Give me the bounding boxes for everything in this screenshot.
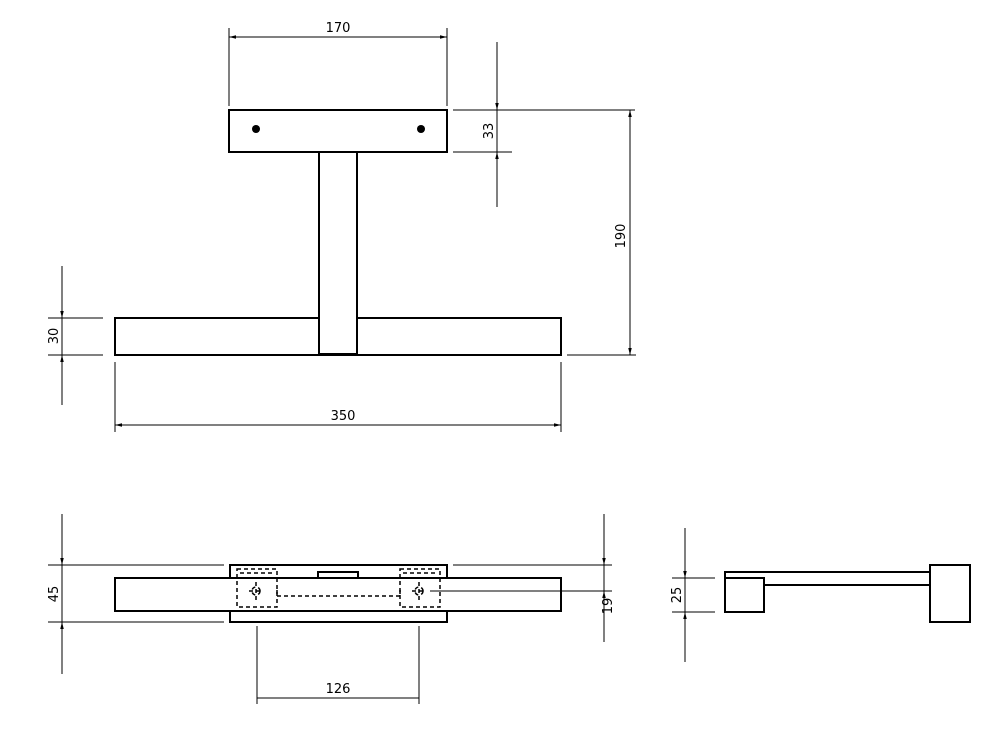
wall-plate-top [229, 564, 448, 578]
mounting-hole-right [417, 125, 425, 133]
front-view: 45 19 126 [47, 514, 616, 704]
dimension-label: 33 [482, 123, 497, 140]
arm-side [724, 571, 930, 586]
dimension-top-height: 33 [453, 42, 635, 207]
dimension-top-width: 170 [228, 21, 448, 106]
side-view: 25 [670, 528, 971, 662]
wall-plate-side [929, 564, 971, 623]
lamp-bar-front [114, 577, 562, 612]
dimension-base-height: 30 [47, 266, 103, 405]
dimension-label: 170 [326, 21, 351, 36]
hidden-lines [236, 568, 441, 608]
wall-plate-bottom [229, 611, 448, 623]
dimension-label: 45 [47, 586, 62, 603]
arm-stub [317, 571, 359, 579]
dimension-front-depth: 45 [47, 514, 224, 674]
arm [318, 151, 358, 355]
dimension-hole-spacing: 126 [256, 626, 420, 704]
top-view: 170 33 190 30 [47, 21, 636, 432]
dimension-label: 30 [47, 328, 62, 345]
dimension-side-depth: 25 [670, 528, 715, 662]
dimension-label: 126 [326, 682, 351, 697]
dimension-label: 350 [331, 409, 356, 424]
dimension-label: 190 [614, 224, 629, 249]
dimension-label: 25 [670, 587, 685, 604]
lamp-head-side [724, 577, 765, 613]
lamp-bar [114, 317, 562, 356]
dimension-base-width: 350 [114, 362, 562, 432]
dimension-label: 19 [601, 598, 616, 615]
dimension-total-height: 190 [567, 110, 636, 356]
mounting-hole-left [252, 125, 260, 133]
dimension-front-offset: 19 [430, 514, 616, 642]
wall-plate [228, 109, 448, 153]
